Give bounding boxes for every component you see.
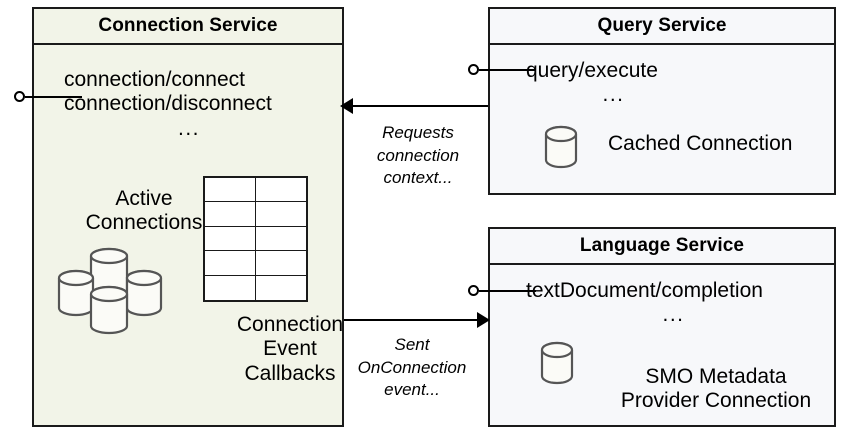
table-cell — [205, 226, 256, 252]
requests-label-line3: context... — [383, 168, 453, 188]
language-service-body: textDocument/completion ... SMO Metadata… — [490, 265, 834, 425]
arrow-sent-onconnection-event-line — [344, 319, 482, 321]
connection-event-callbacks-table — [203, 176, 308, 302]
active-connections-label: Active Connections — [68, 187, 220, 236]
interface-stem — [479, 69, 536, 71]
smo-metadata-provider-label: SMO Metadata Provider Connection — [600, 365, 832, 414]
active-connections-line2: Connections — [85, 211, 203, 235]
table-cell — [205, 202, 256, 227]
table-cell — [255, 178, 306, 203]
active-connections-database-cluster-icon — [55, 244, 167, 336]
callbacks-line3: Callbacks — [244, 361, 336, 385]
query-service-endpoints: query/execute ... — [526, 59, 701, 108]
interface-ball-icon — [468, 285, 479, 296]
endpoint-query-execute: query/execute — [526, 59, 658, 82]
query-service-body: query/execute ... Cached Connection — [490, 45, 834, 193]
active-connections-line1: Active — [115, 187, 173, 210]
endpoint-connection-connect: connection/connect — [64, 68, 245, 91]
query-service-ellipsis: ... — [602, 83, 625, 107]
query-service-provided-interface-lollipop[interactable] — [468, 59, 538, 81]
interface-stem — [479, 290, 536, 292]
query-service-title: Query Service — [490, 9, 834, 45]
arrow-sent-onconnection-event-head-icon — [477, 312, 490, 328]
arrow-requests-connection-context-label: Requests connection context... — [351, 122, 485, 190]
interface-stem — [25, 96, 82, 98]
component-language-service[interactable]: Language Service textDocument/completion… — [488, 227, 836, 427]
connection-service-endpoints: connection/connect connection/disconnect… — [64, 68, 314, 141]
arrow-sent-onconnection-event-label: Sent OnConnection event... — [345, 334, 479, 402]
language-service-ellipsis: ... — [662, 303, 685, 327]
component-query-service[interactable]: Query Service query/execute ... Cached C… — [488, 7, 836, 195]
table-cell — [255, 251, 306, 276]
interface-ball-icon — [468, 64, 479, 75]
connection-service-ellipsis: ... — [177, 116, 200, 140]
sent-label-line2: OnConnection — [357, 357, 467, 377]
cached-connection-database-icon — [544, 125, 578, 174]
endpoint-connection-disconnect: connection/disconnect — [64, 92, 272, 116]
arrow-requests-connection-context-line — [350, 105, 488, 107]
sent-label-line3: event... — [384, 380, 440, 400]
smo-label-line2: Provider Connection — [620, 389, 812, 413]
callbacks-line1: Connection — [236, 313, 344, 336]
language-service-endpoints: textDocument/completion ... — [526, 279, 821, 328]
requests-label-line1: Requests — [382, 123, 454, 142]
table-cell — [255, 202, 306, 227]
table-cell — [256, 276, 307, 300]
endpoint-textdocument-completion: textDocument/completion — [526, 279, 763, 302]
arrow-requests-connection-context-head-icon — [340, 98, 353, 114]
sent-label-line1: Sent — [394, 335, 430, 354]
table-cell — [205, 178, 256, 203]
table-cell — [205, 251, 256, 276]
interface-ball-icon — [14, 91, 25, 102]
smo-metadata-database-icon — [540, 341, 574, 390]
table-cell — [205, 275, 256, 300]
requests-label-line2: connection — [376, 145, 460, 165]
table-cell — [255, 227, 306, 252]
language-service-title: Language Service — [490, 229, 834, 265]
connection-event-callbacks-label: Connection Event Callbacks — [200, 313, 380, 386]
connection-service-title: Connection Service — [34, 9, 342, 45]
cached-connection-label: Cached Connection — [608, 132, 793, 155]
connection-service-provided-interface-lollipop[interactable] — [14, 86, 84, 108]
connection-service-body: connection/connect connection/disconnect… — [34, 45, 343, 425]
smo-label-line1: SMO Metadata — [645, 365, 787, 388]
callbacks-line2: Event — [263, 337, 317, 361]
language-service-provided-interface-lollipop[interactable] — [468, 280, 538, 302]
